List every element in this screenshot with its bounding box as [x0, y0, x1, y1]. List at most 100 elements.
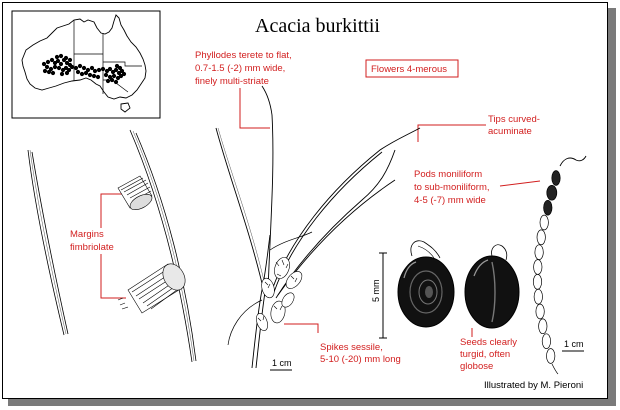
- occurrence-dot: [113, 67, 119, 73]
- flowers-text: Flowers 4-merous: [371, 64, 447, 75]
- phyllodes-line-1: Phyllodes terete to flat,: [195, 50, 292, 61]
- label-spikes: Spikes sessile, 5-10 (-20) mm long: [284, 323, 401, 365]
- occurrence-dot: [100, 66, 106, 72]
- seed-scale: 5 mm: [371, 252, 387, 339]
- label-margins: Margins fimbriolate: [70, 193, 126, 299]
- occurrence-dot: [58, 53, 64, 59]
- distribution-map: [11, 10, 161, 119]
- occurrence-dot: [77, 63, 83, 69]
- phyllodes-line-3: finely multi-striate: [195, 76, 269, 87]
- occurrence-dot: [66, 67, 72, 73]
- occurrence-dot: [113, 79, 119, 85]
- occurrence-dot: [75, 69, 81, 75]
- occurrence-dot: [54, 54, 60, 60]
- occurrence-dot: [50, 70, 56, 76]
- flowering-branch: [215, 85, 421, 369]
- scale-bar-pod: 1 cm: [562, 339, 584, 352]
- pods-line-1: Pods moniliform: [414, 169, 482, 180]
- label-phyllodes: Phyllodes terete to flat, 0.7-1.5 (-2) m…: [195, 50, 292, 129]
- occurrence-dot: [60, 67, 66, 73]
- occurrence-dot: [49, 57, 55, 63]
- occurrence-dot: [81, 65, 87, 71]
- tips-line-2: acuminate: [488, 126, 532, 137]
- occurrence-dot: [79, 71, 85, 77]
- occurrence-dot: [92, 68, 98, 74]
- occurrence-dot: [42, 68, 48, 74]
- frame-shadow-right: [608, 8, 616, 403]
- pod-segment: [546, 348, 556, 364]
- occurrence-dot: [109, 77, 115, 83]
- occurrence-dot: [64, 70, 70, 76]
- seeds-line-2: turgid, often: [460, 349, 510, 360]
- label-flowers: Flowers 4-merous: [365, 59, 459, 78]
- pod-segment: [551, 170, 561, 186]
- occurrence-dot: [52, 64, 58, 70]
- pod-segment: [541, 333, 551, 349]
- occurrence-dot: [59, 71, 65, 77]
- tasmania-outline: [120, 102, 131, 113]
- occurrence-dot: [73, 65, 79, 71]
- occurrence-dot: [63, 65, 69, 71]
- pod: [532, 155, 587, 375]
- label-tips: Tips curved- acuminate: [417, 114, 540, 142]
- scale-branch-label: 1 cm: [272, 358, 292, 368]
- spikes-line-1: Spikes sessile,: [320, 342, 383, 353]
- occurrence-dot: [103, 72, 109, 78]
- australia-outline: [21, 14, 147, 100]
- pod-segment: [533, 259, 543, 275]
- occurrence-dot: [69, 64, 75, 70]
- seed-side-view: [464, 244, 520, 329]
- margins-line-2: fimbriolate: [70, 242, 114, 253]
- occurrence-dot: [63, 55, 69, 61]
- occurrence-dot: [55, 58, 61, 64]
- occurrence-dot: [58, 61, 64, 67]
- flower-spikes: [256, 257, 303, 331]
- occurrence-dot: [107, 74, 113, 80]
- occurrence-dot: [95, 74, 101, 80]
- occurrence-dot: [114, 63, 120, 69]
- occurrence-dot: [89, 65, 95, 71]
- spikes-line-2: 5-10 (-20) mm long: [320, 354, 401, 365]
- margins-leader-top: [100, 193, 125, 228]
- pod-segment: [538, 318, 548, 335]
- occurrence-dot: [87, 72, 93, 78]
- scale-pod-label: 1 cm: [564, 339, 584, 349]
- occurrence-dot: [64, 60, 70, 66]
- occurrence-dot: [107, 66, 113, 72]
- label-seeds: Seeds clearly turgid, often globose: [460, 328, 517, 372]
- phyllode-middle: [129, 129, 197, 363]
- occurrence-dot: [121, 71, 127, 77]
- pods-line-2: to sub-moniliform,: [414, 182, 490, 193]
- pod-segment: [535, 303, 545, 320]
- occurrence-dot: [117, 65, 123, 71]
- pods-line-3: 4-5 (-7) mm wide: [414, 195, 486, 206]
- pod-segment: [543, 199, 553, 216]
- pod-segment: [534, 244, 544, 260]
- occurrence-dot: [67, 57, 73, 63]
- occurrence-dot: [115, 75, 121, 81]
- pod-segment: [533, 288, 543, 305]
- seeds-line-1: Seeds clearly: [460, 337, 517, 348]
- state-border-qld: [103, 61, 142, 67]
- phyllodes-leader: [239, 88, 270, 129]
- occurrence-dot: [83, 70, 89, 76]
- occurrence-dot: [116, 70, 122, 76]
- occurrence-dot: [48, 66, 54, 72]
- tips-leader: [417, 124, 486, 142]
- occurrence-dot: [111, 73, 117, 79]
- tips-line-1: Tips curved-: [488, 114, 540, 125]
- pod-segment: [546, 185, 558, 201]
- seeds-line-3: globose: [460, 361, 493, 372]
- occurrence-dots: [41, 53, 127, 85]
- pod-segments: [532, 170, 561, 364]
- margin-detail-bottom: [117, 263, 186, 314]
- pod-segment: [532, 274, 543, 290]
- label-pods: Pods moniliform to sub-moniliform, 4-5 (…: [414, 169, 541, 206]
- pod-segment: [536, 229, 546, 246]
- occurrence-dot: [85, 67, 91, 73]
- occurrence-dot: [110, 69, 116, 75]
- occurrence-dot: [119, 68, 125, 74]
- occurrence-dot: [118, 73, 124, 79]
- frame-shadow-bottom: [8, 398, 616, 406]
